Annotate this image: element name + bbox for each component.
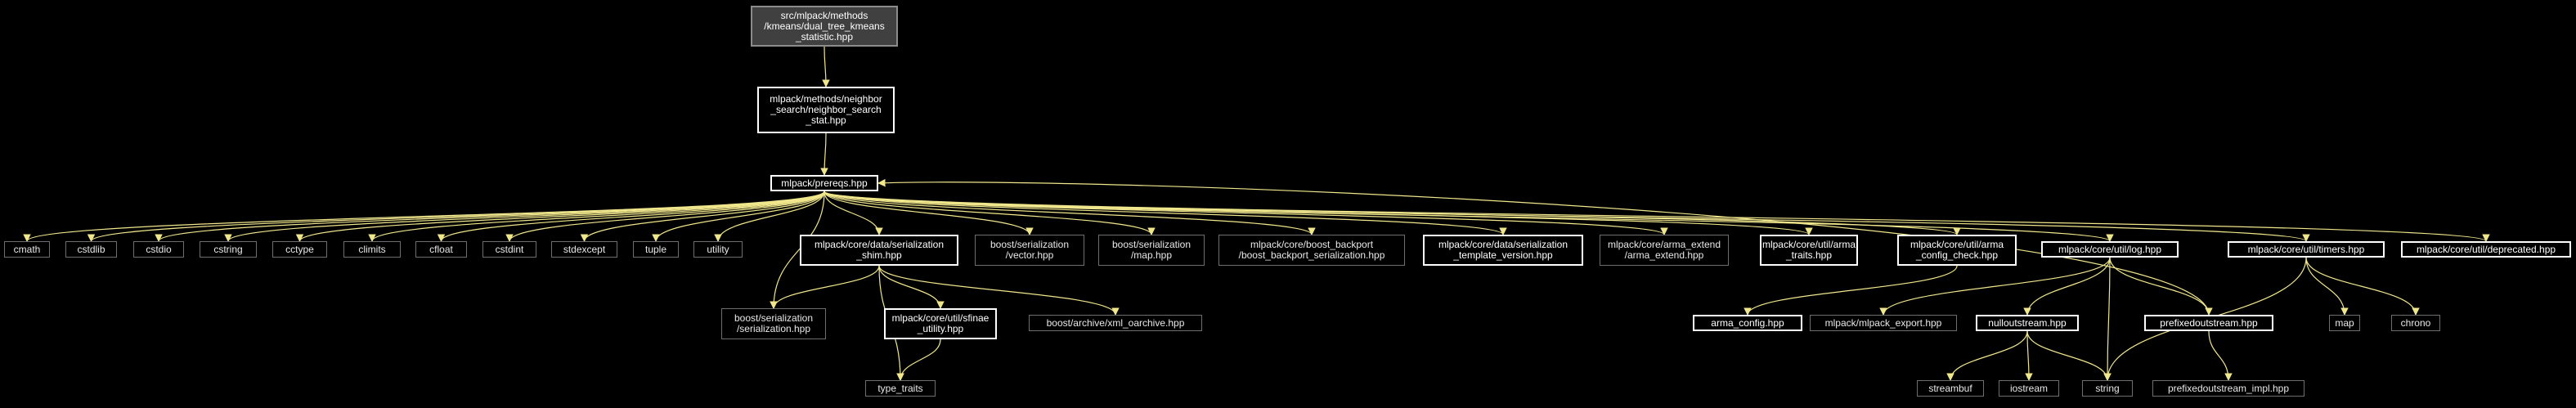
edge-prefixed-to-prereqs <box>877 178 2210 316</box>
edge-shim-to-sfinae <box>878 265 945 309</box>
node-tuple[interactable]: tuple <box>633 241 679 258</box>
edge-prefixed-to-prefixed-impl <box>2208 330 2233 381</box>
node-chrono[interactable]: chrono <box>2391 315 2440 331</box>
node-cstring[interactable]: cstring <box>200 241 257 258</box>
edge-prereqs-to-backport <box>824 191 1316 235</box>
edge-shim-to-bser <box>770 265 880 309</box>
edge-prereqs-to-log <box>824 191 2114 242</box>
edge-timers-to-chrono <box>2305 257 2420 316</box>
node-prefixed-impl[interactable]: prefixedoutstream_impl.hpp <box>2152 380 2304 397</box>
edge-prereqs-to-cstdint <box>505 191 825 242</box>
edge-shim-to-xml <box>878 265 1120 316</box>
edge-log-to-export <box>1879 257 2111 316</box>
node-arma-config[interactable]: arma_config.hpp <box>1693 315 1802 331</box>
edge-nullout-to-streambuf <box>1946 330 2028 381</box>
edge-prereqs-to-bvector <box>824 191 1034 235</box>
edge-prereqs-to-stdexcept <box>580 191 825 242</box>
node-log[interactable]: mlpack/core/util/log.hpp <box>2041 241 2179 258</box>
edge-arma-cc-to-arma-config <box>1744 265 1958 316</box>
edge-log-to-prefixed <box>2109 257 2213 316</box>
edge-prereqs-to-cstdio <box>155 191 825 242</box>
node-nss[interactable]: mlpack/methods/neighbor _search/neighbor… <box>757 87 895 133</box>
edge-prereqs-to-arma-extend <box>824 191 1668 235</box>
node-string[interactable]: string <box>2082 380 2133 397</box>
node-nullout[interactable]: nulloutstream.hpp <box>1976 315 2079 331</box>
edge-prereqs-to-bmap <box>824 191 1156 235</box>
edge-prereqs-to-utility <box>714 191 825 242</box>
edge-prereqs-to-cstring <box>224 191 825 242</box>
node-map[interactable]: map <box>2329 315 2360 331</box>
node-bvector[interactable]: boost/serialization /vector.hpp <box>975 235 1084 266</box>
node-xml[interactable]: boost/archive/xml_oarchive.hpp <box>1029 315 1202 331</box>
edge-nullout-to-string <box>2026 330 2112 381</box>
node-sfinae[interactable]: mlpack/core/util/sfinae _utility.hpp <box>884 308 997 339</box>
node-arma-traits[interactable]: mlpack/core/util/arma _traits.hpp <box>1760 235 1858 266</box>
edge-prereqs-to-bser <box>770 191 825 309</box>
node-prefixed[interactable]: prefixedoutstream.hpp <box>2144 315 2273 331</box>
node-export[interactable]: mlpack/mlpack_export.hpp <box>1810 315 1957 331</box>
node-cstdio[interactable]: cstdio <box>133 241 184 258</box>
edge-log-to-nullout <box>2023 257 2111 316</box>
node-cfloat[interactable]: cfloat <box>415 241 467 258</box>
node-iostream[interactable]: iostream <box>1999 380 2059 397</box>
node-cstdint[interactable]: cstdint <box>482 241 536 258</box>
node-streambuf[interactable]: streambuf <box>1917 380 1984 397</box>
node-arma-cc[interactable]: mlpack/core/util/arma _config_check.hpp <box>1897 235 2017 266</box>
node-prereqs[interactable]: mlpack/prereqs.hpp <box>770 175 878 191</box>
edge-prereqs-to-timers <box>824 191 2310 242</box>
node-stdexcept[interactable]: stdexcept <box>551 241 617 258</box>
node-stv[interactable]: mlpack/core/data/serialization _template… <box>1423 235 1583 266</box>
edge-log-to-string <box>2103 257 2112 381</box>
node-bmap[interactable]: boost/serialization /map.hpp <box>1098 235 1205 266</box>
edge-sfinae-to-type-traits <box>896 339 941 381</box>
edge-prereqs-to-shim <box>824 191 883 235</box>
edge-nss-to-prereqs <box>820 132 828 176</box>
node-utility[interactable]: utility <box>693 241 743 258</box>
edge-prereqs-to-cctype <box>295 191 825 242</box>
node-root[interactable]: src/mlpack/methods /kmeans/dual_tree_kme… <box>751 6 898 47</box>
node-type-traits[interactable]: type_traits <box>865 380 936 397</box>
edge-prereqs-to-stv <box>824 191 1507 235</box>
edge-root-to-nss <box>822 46 830 87</box>
node-cstdlib[interactable]: cstdlib <box>65 241 117 258</box>
node-climits[interactable]: climits <box>343 241 401 258</box>
node-deprecated[interactable]: mlpack/core/util/deprecated.hpp <box>2401 241 2571 258</box>
node-arma-extend[interactable]: mlpack/core/arma_extend /arma_extend.hpp <box>1600 235 1729 266</box>
edge-prereqs-to-cstdlib <box>87 191 825 242</box>
edge-prereqs-to-tuple <box>652 191 825 242</box>
edge-prereqs-to-cfloat <box>437 191 825 242</box>
node-cctype[interactable]: cctype <box>272 241 327 258</box>
node-backport[interactable]: mlpack/core/boost_backport /boost_backpo… <box>1218 235 1405 266</box>
edge-nullout-to-iostream <box>2025 330 2033 381</box>
edge-layer <box>23 46 2490 381</box>
node-timers[interactable]: mlpack/core/util/timers.hpp <box>2228 241 2385 258</box>
node-shim[interactable]: mlpack/core/data/serialization _shim.hpp <box>800 235 958 266</box>
edge-prereqs-to-deprecated <box>824 191 2490 242</box>
edge-prereqs-to-climits <box>368 191 825 242</box>
edge-timers-to-map <box>2305 257 2349 316</box>
node-bser[interactable]: boost/serialization /serialization.hpp <box>721 308 826 339</box>
node-cmath[interactable]: cmath <box>4 241 50 258</box>
